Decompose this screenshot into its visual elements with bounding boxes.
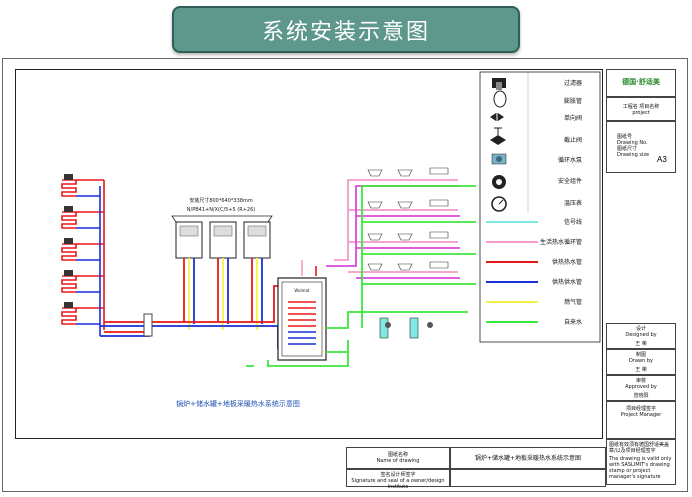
diagram-caption: 锅炉+储水罐+地板采暖热水系统示意图 [176,399,300,408]
water-filter-set [379,317,433,339]
drawn-en: Drawn by [629,358,653,364]
legend-label-dhw-loop: 生活热水循环管 [540,238,582,246]
floor-heating-loops [61,174,105,336]
legend-label-heat-supply-hot: 供热热水管 [552,258,582,266]
designed-cell: 设计 Designed by 王 荣 [606,323,676,349]
validity-cn: 图纸有效须有德国舒适美盖章/以及项目经理签字 [609,442,670,454]
page-title-banner: 系统安装示意图 [172,6,520,53]
drawn-label: 制图 [635,352,646,358]
manager-label: 项目经理签字 [625,406,656,412]
designed-name: 王 荣 [635,341,647,347]
drawing-no-en: Drawing No. [617,140,648,146]
legend-label-gauge: 温压表 [564,199,582,207]
legend-panel: 过滤器 膨胀管 单向阀 截止阀 循环水泵 安全组件 温压表 信号线 生活热水循环… [479,71,601,343]
drawing-name-label-cell: 图纸名称 Name of drawing [346,447,450,469]
project-label-en: project [632,110,650,116]
drawing-name-value-cell: 锅炉+储水罐+地板采暖热水系统示意图 [450,447,606,469]
project-label: 工程名 项目名称 [622,104,660,110]
manager-en: Project Manager [620,412,662,418]
circulation-pump-icon [491,153,507,165]
size-label: 图纸尺寸 [617,146,638,152]
drawn-cell: 制图 Drawn by 王 荣 [606,349,676,375]
legend-label-signal: 信号线 [564,218,582,226]
approved-label: 审核 [635,378,646,384]
storage-tank [277,260,327,361]
validity-en: The drawing is valid only with SASLIMIT'… [609,456,672,480]
designed-label: 设计 [635,326,646,332]
drawing-name-en: Name of drawing [376,458,420,464]
fixtures [367,167,449,271]
gauge-icon [491,196,507,212]
validity-cell: 图纸有效须有德国舒适美盖章/以及项目经理签字 The drawing is va… [606,439,676,485]
approved-name: 曾晓阳 [633,393,649,399]
check-valve-icon [490,113,504,121]
legend-label-heat-supply-water: 供热供水管 [552,278,582,286]
drawn-name: 王 荣 [635,367,647,373]
drawing-sheet: 安装尺寸800*640*338mm N/PB41+N/X(C/5+5 (R+26… [2,58,688,492]
legend-label-pump: 循环水泵 [558,156,582,164]
designer-sig-en: Signature and seal of a owner/design ins… [351,478,445,490]
expansion-tank-icon [493,90,507,108]
safety-group-icon [492,175,506,189]
legend-label-safety: 安全组件 [558,177,582,185]
boiler-note-line1: 安装尺寸800*640*338mm [189,197,253,204]
tank-label: Wolmat [294,288,310,293]
logo-text: 德国·舒适美 [622,78,660,86]
legend-label-tap-water: 自来水 [564,318,582,326]
signature-blank-cell [450,469,606,487]
legend-label-gas: 燃气管 [564,298,582,306]
stop-valve-icon [490,127,506,145]
size-value: A3 [657,155,667,164]
boiler-note-line2: N/PB41+N/X(C/5+5 (R+26) [187,207,256,213]
system-diagram: 安装尺寸800*640*338mm N/PB41+N/X(C/5+5 (R+26… [61,71,601,408]
designed-en: Designed by [625,332,657,338]
size-label-en: Drawing size [617,152,650,158]
boiler-units [171,215,273,259]
legend-label-expansion: 膨胀管 [564,97,582,105]
manifold [143,313,153,337]
legend-label-filter: 过滤器 [564,79,582,87]
page-title: 系统安装示意图 [261,19,430,45]
drawing-no-label: 图纸号 [617,134,633,140]
approved-en: Approved by [625,384,657,390]
drawing-name-label: 图纸名称 [387,452,408,458]
title-block-logo: 德国·舒适美 [606,69,676,97]
drawing-name-value: 锅炉+储水罐+地板采暖热水系统示意图 [474,455,582,462]
manager-cell: 项目经理签字 Project Manager [606,401,676,439]
legend-label-stop-valve: 截止阀 [564,136,582,144]
legend-label-check-valve: 单向阀 [564,114,582,122]
drawing-frame: 安装尺寸800*640*338mm N/PB41+N/X(C/5+5 (R+26… [15,69,603,439]
drawing-no-cell: 图纸号 Drawing No. 图纸尺寸 Drawing size [606,121,676,173]
filter-icon [492,78,506,90]
approved-cell: 审核 Approved by 曾晓阳 [606,375,676,401]
project-cell: 工程名 项目名称 project [606,97,676,121]
designer-signature-cell: 签名设计师签字 Signature and seal of a owner/de… [346,469,450,490]
designer-sig-label: 签名设计师签字 [380,472,416,478]
